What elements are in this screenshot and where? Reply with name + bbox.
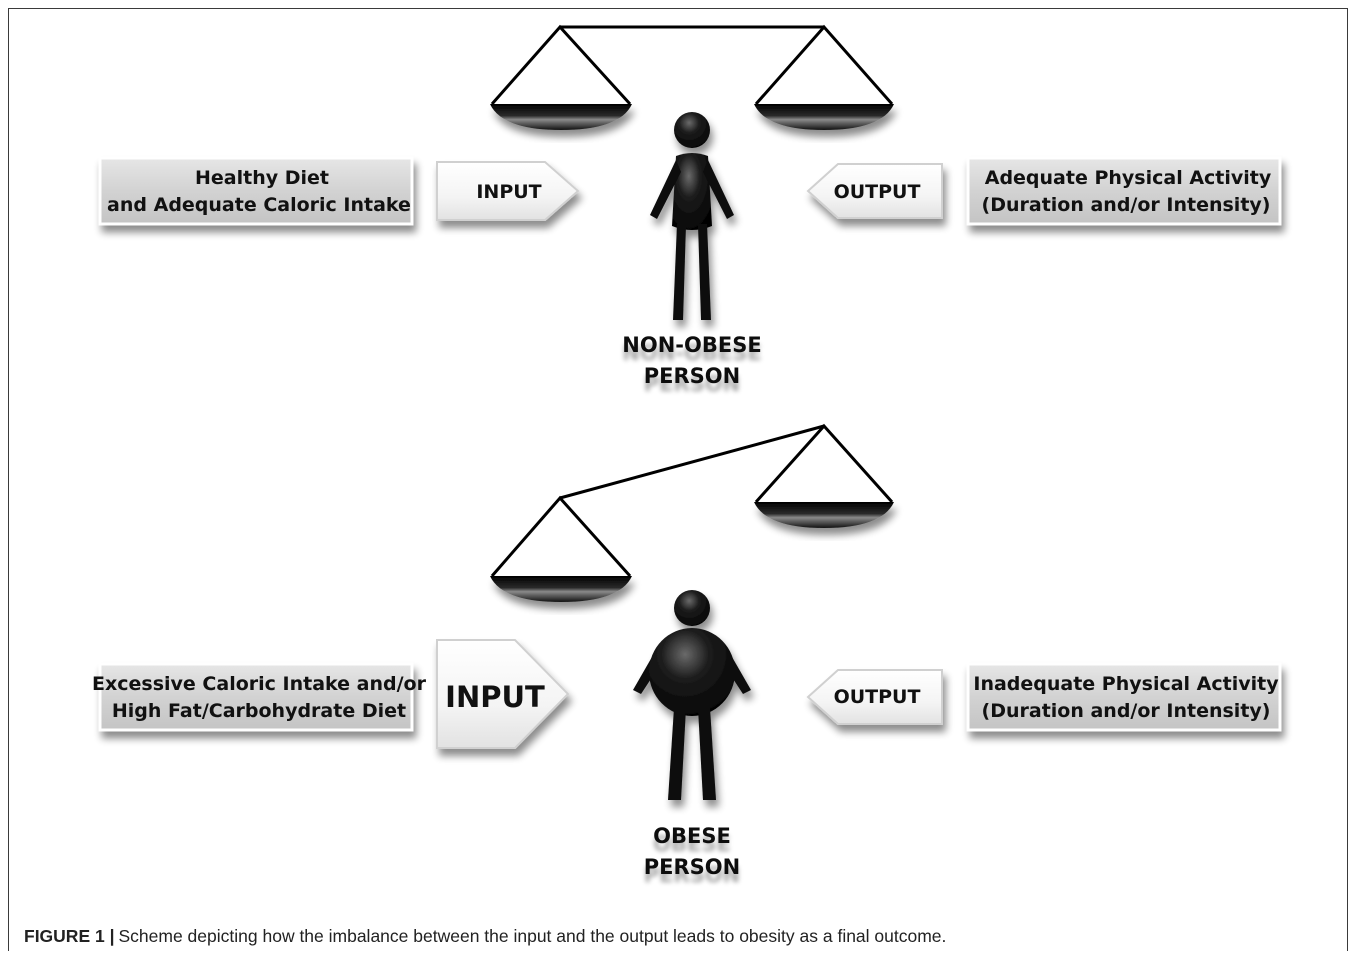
input-arrow-label: INPUT — [476, 181, 541, 203]
input-source-line1: Excessive Caloric Intake and/or — [92, 673, 427, 695]
person-label-line1: NON-OBESE — [622, 333, 761, 357]
top-panel: Healthy Diet and Adequate Caloric Intake… — [98, 24, 1282, 388]
input-source-line2: and Adequate Caloric Intake — [107, 194, 411, 216]
person-label-line1: OBESE — [653, 824, 731, 848]
non-obese-person-icon — [650, 112, 734, 320]
obesity-balance-diagram: Healthy Diet and Adequate Caloric Intake… — [92, 24, 1282, 879]
output-source-box — [966, 156, 1282, 226]
obese-person-icon — [633, 590, 751, 800]
output-arrow-icon — [806, 669, 943, 725]
output-source-line1: Adequate Physical Activity — [985, 167, 1272, 189]
bottom-panel: Excessive Caloric Intake and/or High Fat… — [92, 423, 1282, 879]
input-arrow-large-icon — [436, 639, 570, 749]
caption-separator: | — [109, 926, 115, 946]
output-arrow-label: OUTPUT — [834, 686, 921, 708]
input-source-box — [98, 662, 414, 732]
person-label-line2: PERSON — [644, 364, 740, 388]
output-arrow-icon — [806, 163, 943, 219]
balance-scale-icon — [490, 24, 894, 130]
caption-text: Scheme depicting how the imbalance betwe… — [118, 926, 947, 946]
input-arrow-icon — [436, 161, 580, 221]
caption-label: FIGURE 1 — [24, 926, 105, 946]
output-arrow-label: OUTPUT — [834, 181, 921, 203]
input-source-line1: Healthy Diet — [195, 167, 329, 189]
output-source-line1: Inadequate Physical Activity — [973, 673, 1279, 695]
input-arrow-label: INPUT — [445, 680, 545, 714]
person-label-line2: PERSON — [644, 855, 740, 879]
tipped-scale-icon — [490, 423, 894, 602]
output-source-box — [966, 662, 1282, 732]
input-source-box — [98, 156, 414, 226]
output-source-line2: (Duration and/or Intensity) — [982, 194, 1271, 216]
figure-caption: FIGURE 1 |Scheme depicting how the imbal… — [24, 926, 946, 947]
figure-frame — [8, 8, 1348, 951]
output-source-line2: (Duration and/or Intensity) — [982, 700, 1271, 722]
input-source-line2: High Fat/Carbohydrate Diet — [112, 700, 406, 722]
